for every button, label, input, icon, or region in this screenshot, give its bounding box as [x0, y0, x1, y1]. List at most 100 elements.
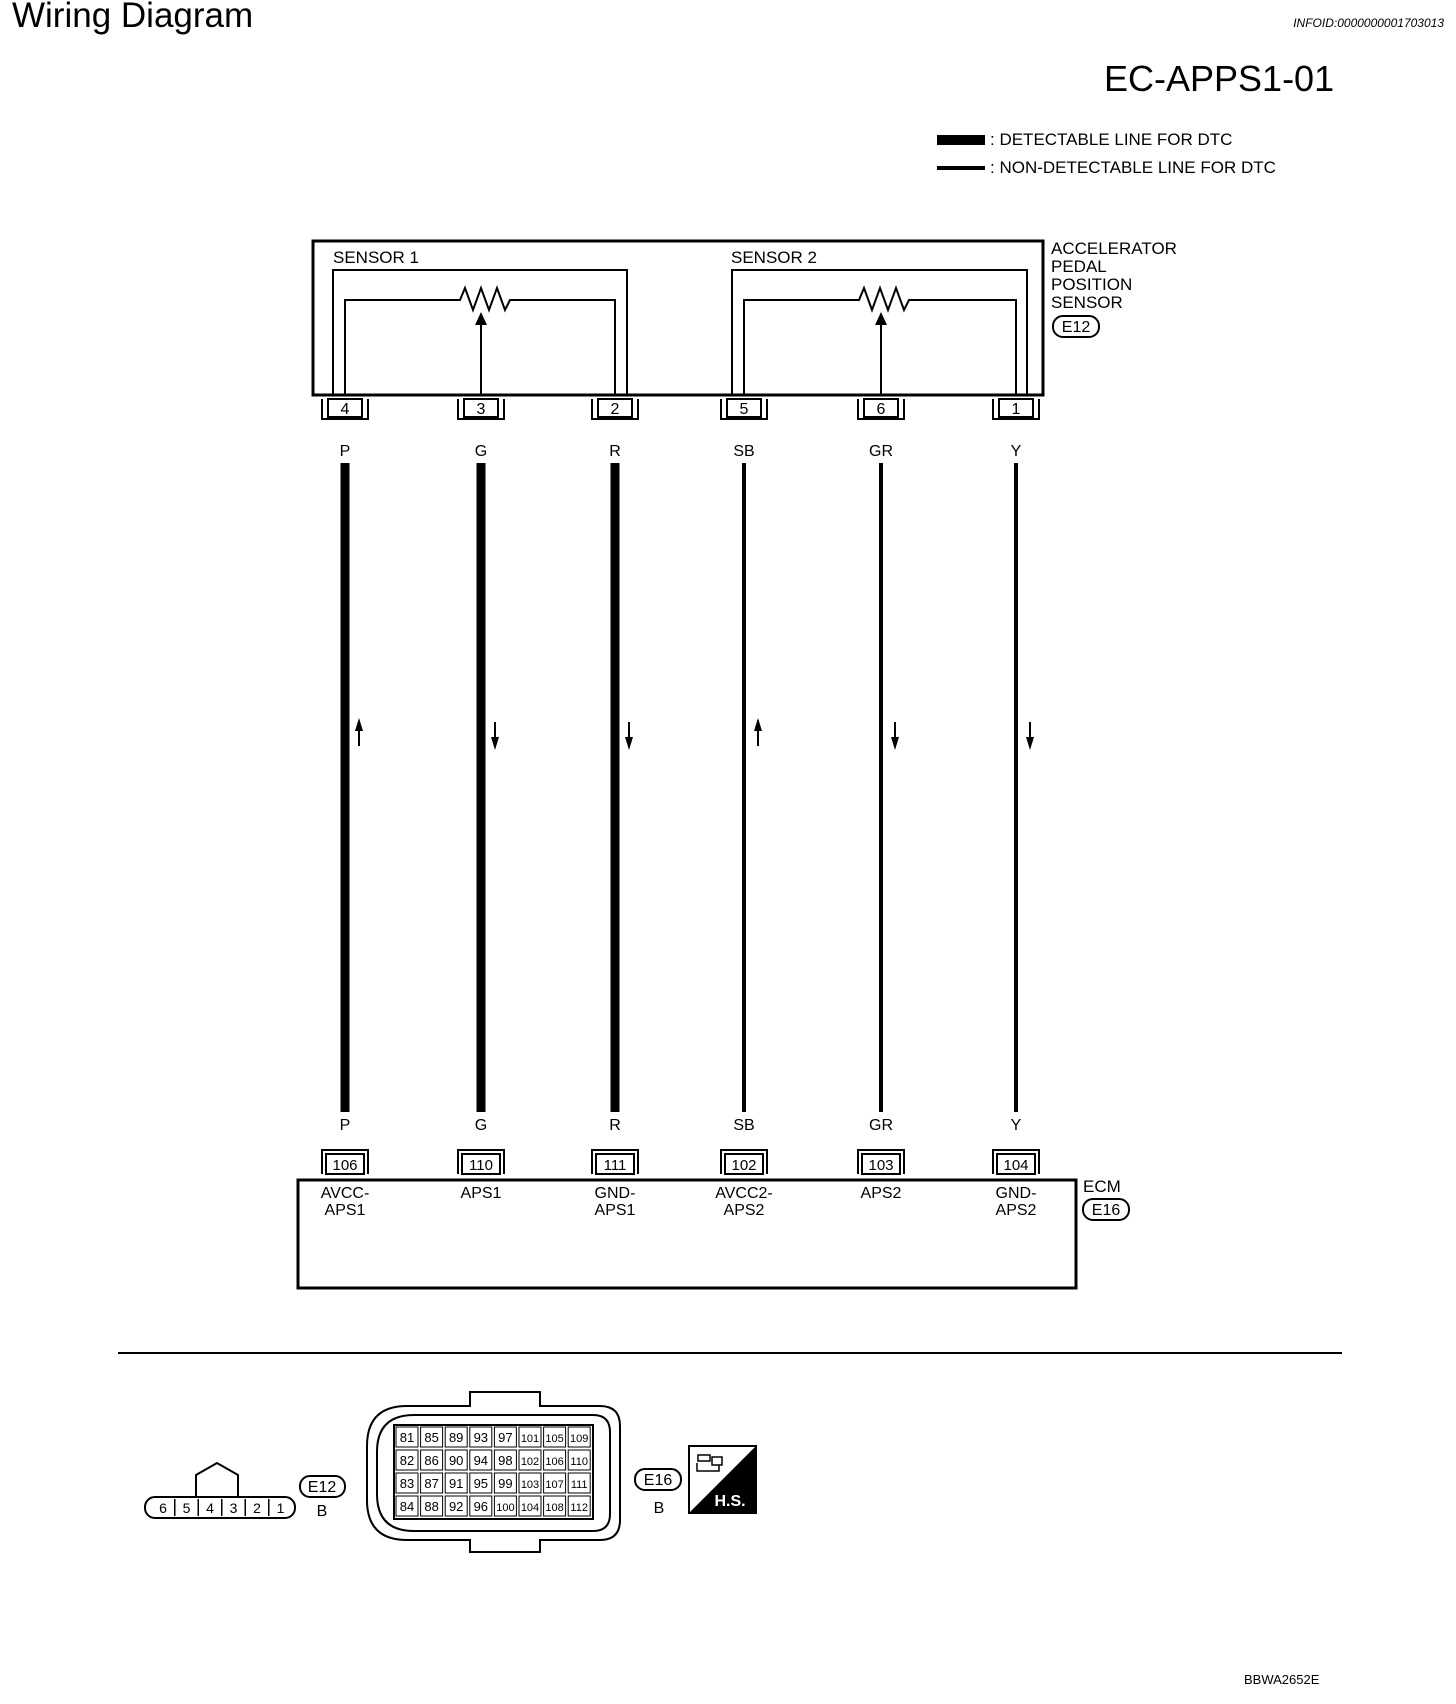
e16-pin-cell — [395, 1426, 419, 1448]
e16-pin-cell — [395, 1495, 419, 1517]
e16-pin: 95 — [474, 1476, 488, 1491]
wire-color-bottom: P — [340, 1117, 351, 1134]
e16-pin-cell — [395, 1472, 419, 1494]
e16-pin: 105 — [545, 1433, 563, 1445]
e12-face-id: E12 — [308, 1479, 337, 1496]
hs-badge-text: H.S. — [714, 1493, 745, 1510]
ecm-pin-box — [724, 1153, 764, 1175]
e16-pin-cell — [444, 1426, 468, 1448]
e16-face-outline — [366, 1391, 621, 1553]
ecm-pin-socket — [321, 1149, 369, 1174]
e16-pin-cell — [518, 1449, 542, 1471]
e16-pin: 107 — [545, 1479, 563, 1491]
signal-direction-arrow — [891, 737, 899, 750]
e16-pin: 89 — [449, 1430, 463, 1445]
sensor2-resistor-circuit — [743, 285, 1017, 395]
sensor-connector-badge — [1052, 315, 1100, 338]
signal-direction-arrow — [625, 737, 633, 750]
e16-pin: 110 — [570, 1456, 588, 1468]
sensor-connector-id: E12 — [1062, 319, 1091, 336]
e16-pin: 109 — [570, 1433, 588, 1445]
e16-pin: 106 — [545, 1456, 563, 1468]
ecm-pin-box — [595, 1153, 635, 1175]
legend: : DETECTABLE LINE FOR DTC : NON-DETECTAB… — [937, 130, 1276, 177]
e16-face-color: B — [654, 1500, 665, 1517]
e16-pin-cell — [567, 1495, 591, 1517]
legend-detectable-label: : DETECTABLE LINE FOR DTC — [990, 130, 1232, 149]
sensor2-label: SENSOR 2 — [731, 248, 817, 267]
e16-pin: 101 — [521, 1433, 539, 1445]
sensor-pin-box — [327, 398, 363, 418]
ecm-pin-number: 104 — [1003, 1157, 1028, 1174]
e16-pin-cell — [395, 1449, 419, 1471]
ecm-connector-badge — [1082, 1198, 1130, 1221]
ecm-pin-box — [325, 1153, 365, 1175]
sensor-name-line2: PEDAL — [1051, 257, 1107, 276]
e16-pin-cell — [493, 1449, 517, 1471]
ecm-connector-id: E16 — [1092, 1202, 1121, 1219]
e16-pin: 103 — [521, 1479, 539, 1491]
e16-pin-cell — [444, 1472, 468, 1494]
e12-pin: 1 — [277, 1500, 285, 1516]
e16-pin: 111 — [571, 1479, 588, 1491]
wire-color-top: R — [609, 443, 621, 460]
sensor-pin-number: 3 — [477, 401, 486, 418]
sensor-housing — [311, 239, 1045, 397]
e16-pin-cell — [567, 1426, 591, 1448]
sensor-pin-box — [863, 398, 899, 418]
sensor-pin-socket — [321, 399, 369, 420]
ecm-signal-name: APS1 — [595, 1202, 636, 1219]
e16-pin: 86 — [424, 1453, 438, 1468]
e16-pin-cell — [518, 1426, 542, 1448]
e16-pin: 97 — [498, 1430, 512, 1445]
e16-pin: 96 — [474, 1499, 488, 1514]
ecm-signal-name: APS1 — [461, 1185, 502, 1202]
e16-face-inner — [376, 1414, 611, 1532]
ecm-block: ECM E16 — [296, 1177, 1130, 1290]
e16-pin-cell — [420, 1472, 444, 1494]
ecm-pin-box — [996, 1153, 1036, 1175]
e16-pin-cell — [444, 1449, 468, 1471]
e16-pin-cell — [469, 1472, 493, 1494]
sensor-pin-number: 5 — [740, 401, 749, 418]
ecm-pin-box — [861, 1153, 901, 1175]
e16-pin-cell — [543, 1472, 567, 1494]
e16-pin: 102 — [521, 1456, 539, 1468]
e16-pin: 91 — [449, 1476, 463, 1491]
wire-color-top: Y — [1011, 443, 1022, 460]
ecm-pin-socket — [591, 1149, 639, 1174]
wire-color-top: P — [340, 443, 351, 460]
wire-group: 4PP106AVCC-APS13GG110APS12RR111GND-APS15… — [321, 398, 1040, 1219]
e16-pin: 81 — [400, 1430, 414, 1445]
ecm-pin-socket — [720, 1149, 768, 1174]
e16-pin-cell — [420, 1426, 444, 1448]
e12-pin: 4 — [206, 1500, 214, 1516]
sensor2-frame — [731, 269, 1028, 396]
e16-pin-cell — [493, 1426, 517, 1448]
e16-pin-cell — [543, 1426, 567, 1448]
sensor-pin-box — [998, 398, 1034, 418]
e12-pin: 3 — [230, 1500, 238, 1516]
ecm-pin-number: 110 — [469, 1157, 493, 1174]
sensor-pin-socket — [720, 399, 768, 420]
sensor1-wiper-arrow — [475, 312, 487, 325]
ecm-pin-number: 102 — [731, 1157, 756, 1174]
ecm-pin-socket — [992, 1149, 1040, 1174]
hs-badge-fill — [689, 1446, 756, 1513]
signal-direction-arrow — [1026, 737, 1034, 750]
sensor-pin-number: 6 — [877, 401, 886, 418]
e12-pin: 5 — [183, 1500, 191, 1516]
sensor-name-line1: ACCELERATOR — [1051, 239, 1177, 258]
e16-pin-cell — [518, 1472, 542, 1494]
sensor-name-line4: SENSOR — [1051, 293, 1123, 312]
signal-direction-arrow — [355, 718, 363, 731]
ecm-pin-socket — [457, 1149, 505, 1174]
wire-color-bottom: R — [609, 1117, 621, 1134]
ecm-signal-name: APS2 — [996, 1202, 1037, 1219]
